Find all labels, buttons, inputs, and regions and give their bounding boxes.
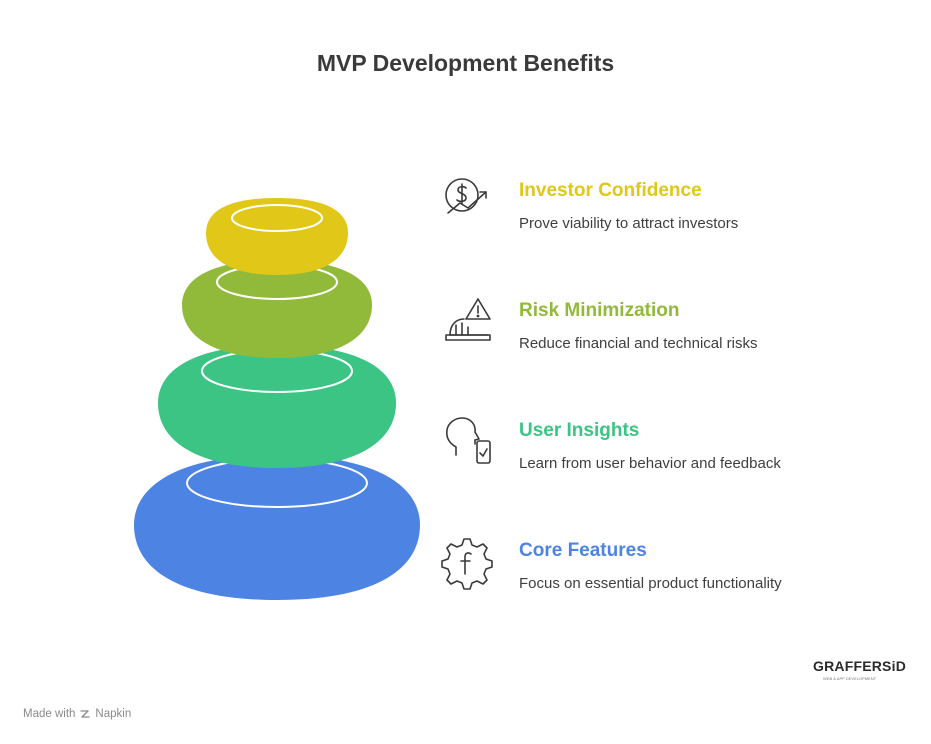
gear-function-icon — [441, 538, 493, 590]
benefit-description: Focus on essential product functionality — [519, 575, 782, 592]
user-head-phone-icon — [446, 417, 491, 464]
benefit-heading: Investor Confidence — [519, 180, 702, 201]
benefit-user-insights: User Insights Learn from user behavior a… — [440, 417, 860, 500]
benefit-risk-minimization: Risk Minimization Reduce financial and t… — [440, 298, 860, 380]
made-with-label: Made with — [23, 708, 76, 720]
benefit-description: Learn from user behavior and feedback — [519, 455, 781, 472]
stacked-rings-diagram — [134, 198, 420, 600]
brand-tagline: WEB & APP DEVELOPMENT — [823, 676, 877, 681]
brand-logo: GRAFFERSiD WEB & APP DEVELOPMENT — [813, 656, 906, 686]
benefit-core-features: Core Features Focus on essential product… — [440, 538, 860, 620]
benefit-heading: User Insights — [519, 420, 640, 441]
ring-core-features — [134, 455, 420, 600]
page-title: MVP Development Benefits — [316, 50, 615, 76]
napkin-logo-icon — [80, 710, 91, 718]
ring-investor-confidence — [206, 198, 348, 275]
napkin-label: Napkin — [95, 708, 132, 720]
ring-user-insights — [158, 345, 396, 468]
benefit-description: Reduce financial and technical risks — [519, 335, 758, 352]
benefit-heading: Risk Minimization — [519, 300, 680, 321]
dollar-growth-icon — [445, 178, 487, 214]
made-with-footer: Made with Napkin — [23, 708, 131, 720]
benefit-description: Prove viability to attract investors — [519, 215, 739, 232]
benefit-investor-confidence: Investor Confidence Prove viability to a… — [440, 178, 860, 260]
warning-dashboard-icon — [445, 298, 491, 341]
brand-name: GRAFFERSiD — [813, 658, 906, 674]
benefit-heading: Core Features — [519, 540, 647, 561]
